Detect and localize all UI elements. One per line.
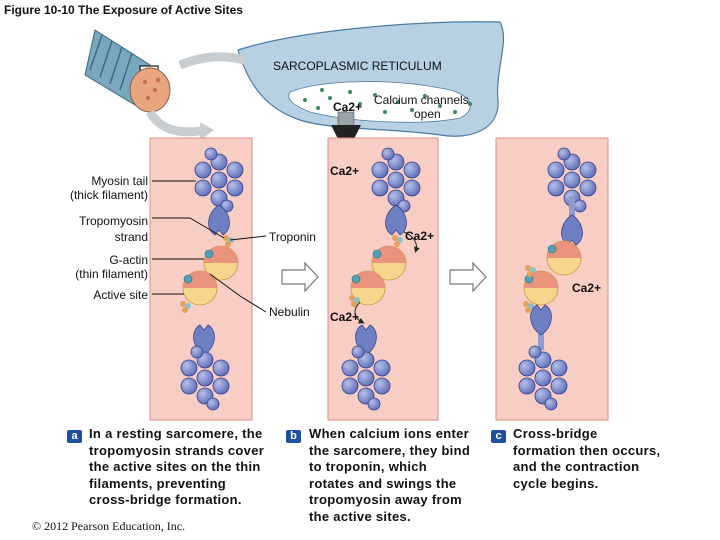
myosin-tail-label-line2: (thick filament) (69, 188, 148, 202)
sr-label: SARCOPLASMIC RETICULUM (273, 59, 442, 73)
caption-line: In a resting sarcomere, the (89, 426, 263, 441)
gactin-label-line1: G-actin (109, 253, 148, 267)
calcium-bound-top-label: Ca2+ (405, 229, 435, 243)
panel-a-badge: a (67, 430, 82, 443)
panel-c-badge: c (491, 430, 506, 443)
caption-line: Cross-bridge (513, 426, 598, 441)
caption-line: the active sites on the thin (89, 459, 261, 475)
gactin-label-line2: (thin filament) (75, 267, 148, 281)
caption-line: to troponin, which (309, 459, 428, 475)
troponin-label: Troponin (269, 230, 316, 244)
panel-a-caption: In a resting sarcomere, the tropomyosin … (89, 426, 279, 509)
caption-line: cycle begins. (513, 475, 599, 491)
calcium-channels-label-line1: Calcium channels (374, 93, 469, 107)
caption-line: and the contraction (513, 459, 640, 475)
nebulin-label: Nebulin (269, 305, 310, 319)
leader-lines (152, 180, 267, 313)
myosin-tail-label-line1: Myosin tail (91, 174, 148, 188)
muscle-fiber (84, 29, 247, 140)
caption-line: tropomyosin strands cover (89, 442, 265, 458)
sarcoplasmic-reticulum (237, 21, 505, 162)
transition-arrows (281, 261, 487, 293)
caption-line: When calcium ions enter (309, 426, 470, 441)
calcium-bound-bottom-label: Ca2+ (330, 310, 360, 324)
caption-line: tropomyosin away from (309, 492, 462, 508)
panel-b-structures (341, 147, 421, 411)
panel-c-caption: Cross-bridge formation then occurs, and … (513, 426, 693, 492)
caption-line: filaments, preventing (89, 475, 227, 491)
tropomyosin-label-line1: Tropomyosin (79, 214, 148, 228)
calcium-in-sr-label: Ca2+ (333, 100, 363, 114)
panel-c-structures (518, 147, 597, 411)
caption-line: rotates and swings the (309, 475, 457, 491)
copyright: © 2012 Pearson Education, Inc. (32, 519, 186, 533)
panel-b-caption: When calcium ions enter the sarcomere, t… (309, 426, 489, 526)
caption-line: the sarcomere, they bind (309, 442, 471, 458)
calcium-channels-label-line2: open (414, 107, 441, 121)
figure-title: Figure 10-10 The Exposure of Active Site… (4, 3, 243, 17)
caption-line: formation then occurs, (513, 442, 661, 458)
active-site-label: Active site (93, 288, 148, 302)
calcium-panel-c-label: Ca2+ (572, 281, 602, 295)
tropomyosin-label-line2: strand (114, 230, 148, 244)
calcium-released-label: Ca2+ (330, 164, 360, 178)
caption-line: the active sites. (309, 508, 411, 524)
panel-b-badge: b (286, 430, 301, 443)
caption-line: cross-bridge formation. (89, 492, 242, 508)
